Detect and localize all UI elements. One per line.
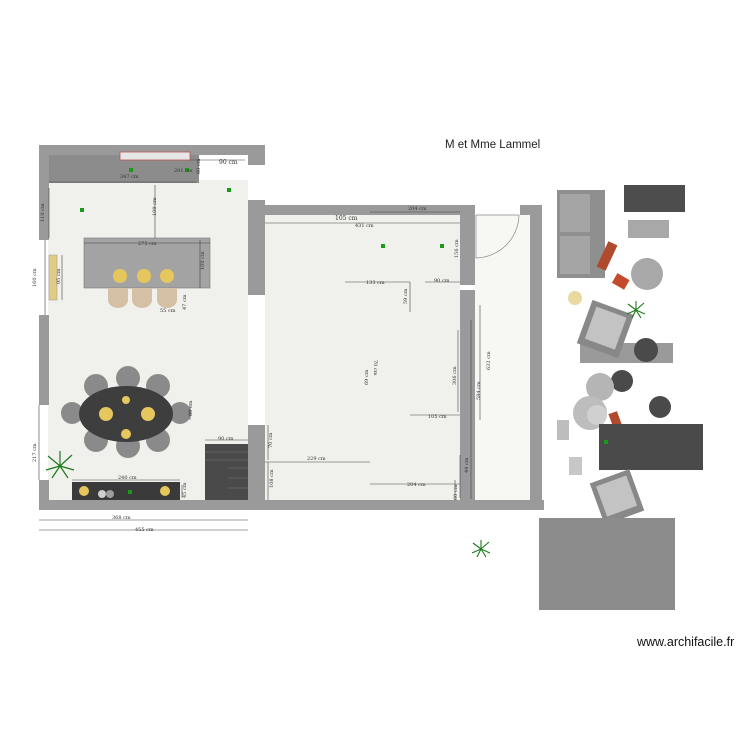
dim-label: 217 cm [32,443,38,462]
dim-label: 240 cm [118,475,137,481]
desk [599,424,703,470]
dim-label: 69 cm [364,369,370,385]
dim-label: 455 cm [135,527,154,533]
dining-set [61,366,191,458]
dim-label: 105 cm [335,215,358,222]
plant-icon [626,301,646,319]
dim-label: 59 cm [403,288,409,304]
dim-label: 55 cm [160,308,176,314]
dim-label: 156 cm [454,239,460,258]
staircase [205,444,248,500]
dim-label: 160 cm [32,268,38,287]
dim-label: 45 cm [182,482,188,498]
dim-label: 281 cm [174,168,193,174]
dim-label: 229 cm [307,456,326,462]
plant-icon [45,451,75,479]
dim-label: 60 cm [196,158,202,174]
furniture-library [539,185,703,610]
kitchen-sink [119,151,191,161]
project-title: M et Mme Lammel [445,139,541,151]
dim-label: 275 cm [138,241,157,247]
dim-label: 70 cm [372,360,378,376]
dim-label: 90 cm [219,159,238,166]
dim-label: 95 cm [56,268,62,284]
dim-label: 44 cm [464,457,470,473]
dim-label: 100 cm [200,251,206,270]
plant-icon [471,540,491,558]
door-swing [475,214,520,259]
dim-label: 431 cm [355,223,374,229]
dim-label: 584 cm [476,381,482,400]
dim-label: 60 cm [188,400,194,416]
dim-label: 60 cm [453,484,459,500]
main-room-floor [265,215,460,500]
dim-label: 47 cm [182,294,188,310]
dim-label: 108 cm [269,469,275,488]
rug [539,518,675,610]
island-stools [108,269,177,308]
dim-label: 105 cm [428,414,447,420]
site-credit[interactable]: www.archifacile.fr [637,635,735,649]
wall-cabinet [48,254,58,301]
dim-label: 109 cm [152,197,158,216]
dim-label: 110 cm [40,203,46,222]
dim-label: 133 cm [366,280,385,286]
dim-label: 204 cm [408,206,427,212]
outlet-icons [80,168,444,494]
dining-table [79,386,173,442]
dim-label: 347 cm [120,174,139,180]
dim-label: 306 cm [452,366,458,385]
dim-label: 204 cm [407,482,426,488]
dim-label: 90 cm [434,278,450,284]
dim-label: 632 cm [486,351,492,370]
dim-label: 90 cm [218,436,234,442]
dim-label: 70 cm [268,432,274,448]
corridor-floor [475,215,530,505]
dim-label: 368 cm [112,515,131,521]
